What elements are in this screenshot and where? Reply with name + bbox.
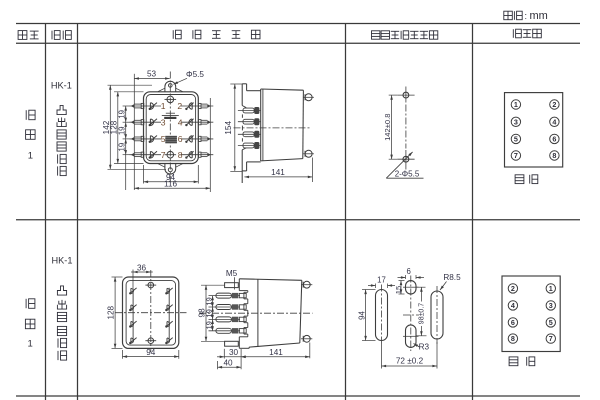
svg-text:8: 8: [552, 151, 556, 160]
svg-text:1: 1: [28, 339, 33, 350]
svg-text:2-Φ5.5: 2-Φ5.5: [395, 170, 420, 179]
svg-text:154: 154: [224, 121, 233, 135]
svg-text:142: 142: [102, 120, 111, 134]
svg-text:40: 40: [223, 358, 233, 367]
svg-text:19: 19: [117, 126, 126, 135]
svg-text:1: 1: [28, 151, 33, 162]
svg-text:19: 19: [205, 309, 214, 317]
svg-text:M5: M5: [226, 269, 238, 278]
svg-text:98±0.7: 98±0.7: [419, 303, 426, 324]
svg-text:4: 4: [552, 117, 556, 126]
svg-text:7: 7: [514, 151, 518, 160]
svg-text:94: 94: [358, 311, 367, 320]
svg-text:2: 2: [177, 101, 182, 111]
svg-text:19: 19: [205, 321, 214, 329]
svg-text:HK-1: HK-1: [51, 80, 72, 90]
svg-text:R3: R3: [419, 343, 430, 352]
svg-text:Φ5.5: Φ5.5: [186, 70, 204, 79]
svg-text:7: 7: [549, 334, 553, 343]
svg-text:94: 94: [146, 348, 156, 357]
svg-text:1: 1: [514, 100, 518, 109]
svg-text:6: 6: [178, 134, 183, 144]
svg-text::: :: [525, 11, 528, 21]
svg-text:19: 19: [205, 297, 214, 305]
svg-text:5: 5: [161, 134, 166, 144]
svg-text:mm: mm: [530, 10, 548, 22]
svg-text:R8.5: R8.5: [443, 273, 461, 282]
svg-text:53: 53: [147, 69, 157, 78]
svg-text:3: 3: [549, 301, 553, 310]
svg-text:17: 17: [377, 275, 386, 284]
svg-text:6: 6: [511, 318, 515, 327]
svg-text:142±0.8: 142±0.8: [383, 113, 392, 140]
svg-text:72 ±0.2: 72 ±0.2: [396, 356, 424, 365]
svg-text:128: 128: [109, 120, 118, 134]
svg-text:5: 5: [514, 135, 518, 144]
svg-text:3: 3: [514, 117, 518, 126]
svg-text:1: 1: [161, 101, 166, 111]
svg-text:5: 5: [549, 318, 553, 327]
svg-text:8: 8: [511, 334, 515, 343]
svg-text:94: 94: [166, 173, 176, 182]
svg-text:7: 7: [161, 150, 166, 160]
svg-text:19: 19: [117, 143, 126, 152]
svg-text:1: 1: [549, 284, 553, 293]
svg-text:128: 128: [106, 305, 115, 319]
svg-text:30: 30: [229, 348, 239, 357]
svg-text:36: 36: [137, 263, 147, 272]
svg-text:15: 15: [394, 286, 403, 294]
svg-text:4: 4: [178, 117, 183, 127]
svg-text:98: 98: [198, 308, 207, 318]
svg-text:141: 141: [271, 168, 285, 177]
svg-text:8: 8: [178, 150, 183, 160]
svg-text:2: 2: [511, 284, 515, 293]
svg-text:6: 6: [552, 135, 556, 144]
svg-text:19: 19: [117, 110, 126, 119]
svg-text:141: 141: [269, 348, 283, 357]
svg-text:3: 3: [161, 117, 166, 127]
svg-text:116: 116: [164, 180, 177, 189]
svg-text:4: 4: [511, 301, 515, 310]
svg-text:2: 2: [552, 100, 556, 109]
svg-text:HK-1: HK-1: [52, 255, 73, 265]
svg-text:6: 6: [407, 267, 411, 276]
